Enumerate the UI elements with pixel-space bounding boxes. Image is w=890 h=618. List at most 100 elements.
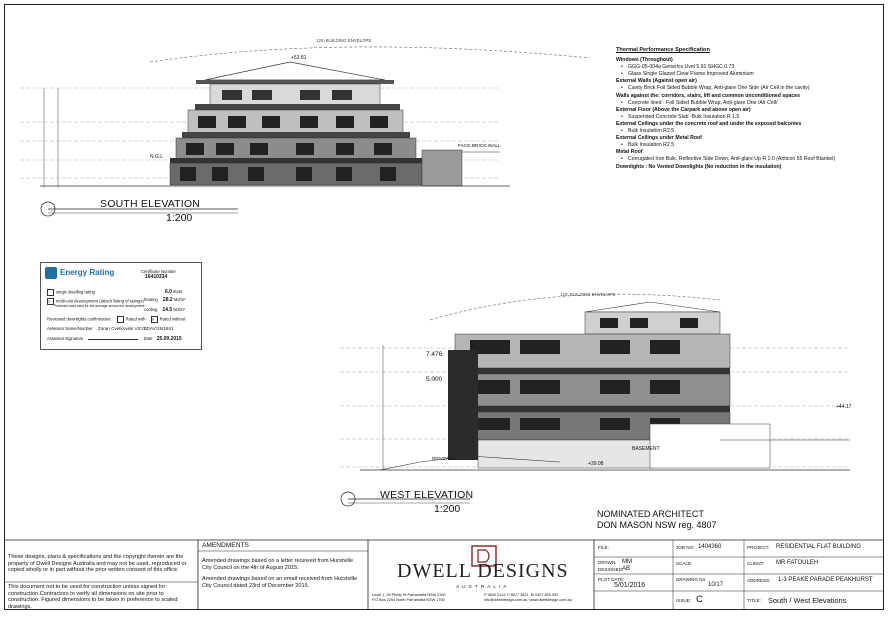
company-address: Level 1, 28 Phillip St Parramatta NSW 21… <box>372 593 446 603</box>
heating-label: heating <box>144 297 158 302</box>
assessor-name-label: Assessor Name/Number <box>47 326 93 331</box>
address-label: ADDRESS: <box>747 578 771 583</box>
multi-label: multi-unit development (attach listing o… <box>56 298 144 304</box>
driveway-label: DRIVEWAY <box>432 456 455 461</box>
spec-title: External Floor (Above the Carpark and ab… <box>616 106 751 113</box>
assessor-name: Zoran Cvetkovski VIC/BDAV/15/1641 <box>97 326 174 331</box>
heating-unit: MJ/m² <box>173 297 186 302</box>
energy-rating-card: Energy Rating Certificate Number 1641033… <box>40 262 202 350</box>
stars-unit: stars <box>173 289 183 294</box>
spec-item: Corrugated Iron Bulk, Reflective Side Do… <box>616 156 846 163</box>
energy-rating-title: Energy Rating <box>60 268 115 277</box>
face-brick-label: FACE BRICK WALL <box>458 144 501 149</box>
downlights-note: Downlights : No Vented Downlights (No re… <box>616 163 782 170</box>
spec-title: Windows (Throughout) <box>616 57 673 64</box>
signature-label: Assessor Signature <box>47 336 84 341</box>
project-value: RESIDENTIAL FLAT BUILDING <box>776 544 861 550</box>
cert-value: 16410334 <box>145 274 168 280</box>
address-value: 1-3 PEAKE PARADE PEAKHURST <box>778 577 873 583</box>
company-email: info@dwelldesign.com.au <box>484 598 528 602</box>
date-label: Date <box>143 336 153 341</box>
sheet-border <box>4 4 884 610</box>
west-elevation-title: WEST ELEVATION <box>380 489 474 501</box>
file-label: FILE: <box>598 545 609 550</box>
scale-label: SCALE: <box>676 561 693 566</box>
company-phone: P 9840 0114 <box>484 593 506 597</box>
designed-label: DESIGNED: <box>598 567 624 572</box>
client-value: MR FATOULEH <box>776 560 819 566</box>
spec-title: Metal Roof <box>616 149 643 156</box>
company-country: A U S T R A L I A <box>456 584 508 589</box>
issue-label: ISSUE: <box>676 598 692 603</box>
west-envelope-label: 12m BUILDING ENVELOPE <box>560 292 616 297</box>
signature-line <box>88 339 139 340</box>
spec-item: Concrete lined - Foil Sided Bubble Wrap,… <box>616 100 846 107</box>
west-elevation-drawing <box>340 293 850 507</box>
confirm-label: Reviewed downlights confirmation: <box>47 316 112 322</box>
energy-rating-logo-icon <box>45 267 57 279</box>
south-envelope-label: 12m BUILDING ENVELOPE <box>316 38 372 43</box>
west-level-bottom: +39.08 <box>588 461 604 467</box>
plot-label: PLOT DATE: <box>598 577 625 582</box>
south-elevation-drawing <box>20 46 591 217</box>
west-dim-mid: 5.000 <box>426 376 443 383</box>
west-dim-top: 7.476 <box>426 351 443 358</box>
issue-value: C <box>696 594 703 605</box>
drawn-label: DRAWN: <box>598 560 617 565</box>
west-elevation-scale: 1:200 <box>434 503 461 515</box>
title-value: South / West Elevations <box>768 596 847 605</box>
single-label: single dwelling rating <box>56 289 95 295</box>
drawing-label: DRAWING No: <box>676 577 707 582</box>
cooling-value: 14.5 <box>162 307 173 313</box>
spec-title: External Walls (Against open air) <box>616 78 697 85</box>
nominated-line1: NOMINATED ARCHITECT <box>597 509 704 519</box>
client-label: CLIENT: <box>747 561 765 566</box>
thermal-spec: Thermal Performance Specification Window… <box>616 47 846 171</box>
dwell-logo-mark <box>471 545 497 567</box>
single-checkbox <box>47 289 54 296</box>
spec-item: Bulk Insulation R2.5 <box>616 128 846 135</box>
title-block-grid <box>4 539 884 610</box>
cooling-unit: MJ/m² <box>173 307 185 312</box>
designed-value: AB <box>622 566 631 572</box>
south-ngl-label: N.G.L <box>150 154 164 160</box>
single-value: 6.0 <box>165 289 172 295</box>
south-elevation-scale: 1:200 <box>166 212 193 224</box>
disclaimer-construction: This document not to be used for constru… <box>8 584 178 610</box>
spec-item: Suspended Concrete Slab -Bulk Insulation… <box>616 114 846 121</box>
drawing-value: 10/17 <box>708 582 724 588</box>
amendment-2: Amended drawings based on an email recei… <box>202 576 358 589</box>
thermal-heading: Thermal Performance Specification <box>616 47 710 53</box>
amendments-heading: AMENDMENTS <box>202 542 249 549</box>
company-contacts: P 9840 0114 F 8677 3921 M 0407 853 002 i… <box>484 593 572 603</box>
date-value: 25.09.2015 <box>156 336 182 342</box>
amendment-1: Amended drawings based on a letter recei… <box>202 558 354 571</box>
south-level-tag: +53.81 <box>291 55 307 61</box>
rated-with-checkbox <box>116 316 124 323</box>
disclaimer-copyright: These designs, plans & specifications an… <box>8 554 187 574</box>
drawn-value: MM <box>622 559 632 565</box>
nominated-architect: NOMINATED ARCHITECT DON MASON NSW reg. 4… <box>597 509 717 531</box>
company-web: www.dwelldesign.com.au <box>529 598 572 602</box>
rated-with-label: Rated with <box>125 316 146 322</box>
basement-label: BASEMENT <box>632 446 660 452</box>
plot-value: 5/01/2016 <box>614 582 646 589</box>
south-elevation-title: SOUTH ELEVATION <box>100 198 201 210</box>
spec-title: Walls against the: corridors, stairs, li… <box>616 92 800 99</box>
cert-label: Certificate Number <box>141 269 176 274</box>
rated-without-label: Rated without <box>159 316 186 322</box>
nominated-line2: DON MASON NSW reg. 4807 <box>597 520 717 530</box>
heating-value: 28.2 <box>162 297 173 303</box>
company-name: DWELL DESIGNS <box>397 560 569 582</box>
cooling-label: cooling <box>144 307 158 312</box>
west-level-right: +44.17 <box>836 404 852 410</box>
project-label: PROJECT: <box>747 545 770 550</box>
spec-item: Glass Single Glazed Clear Frame Improved… <box>616 71 846 78</box>
company-addr2: P.O Box 2294 North Parramatta NSW 1750 <box>372 598 445 602</box>
spec-item: Bulk Insulation R2.5 <box>616 142 846 149</box>
spec-item: Cavity Brick Foil Sided Bubble Wrap, Ant… <box>616 85 846 92</box>
spec-title: External Ceilings under Metal Roof <box>616 135 702 142</box>
job-value: 1404360 <box>698 544 722 550</box>
